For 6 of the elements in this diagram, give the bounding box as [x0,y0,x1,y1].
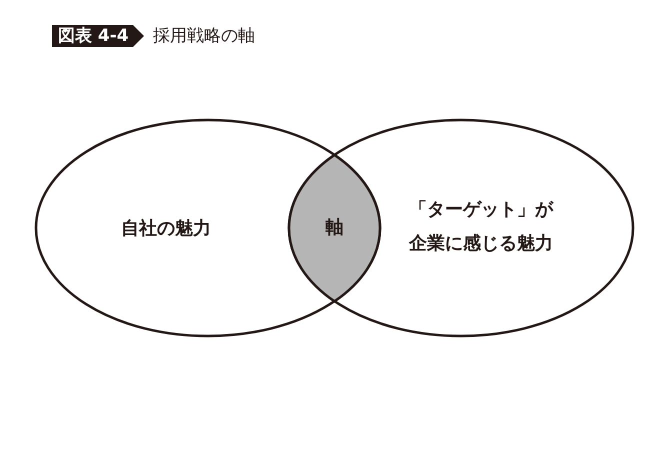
circle-label: 「ターゲット」が企業に感じる魅力 [408,198,555,256]
figure-number-tag: 図表 4-4 [52,25,144,47]
circle-label: 自社の魅力 [120,217,212,241]
intersection-label: 軸 [324,216,344,240]
diagram-title: 採用戦略の軸 [153,25,255,48]
venn-intersection [289,154,380,302]
